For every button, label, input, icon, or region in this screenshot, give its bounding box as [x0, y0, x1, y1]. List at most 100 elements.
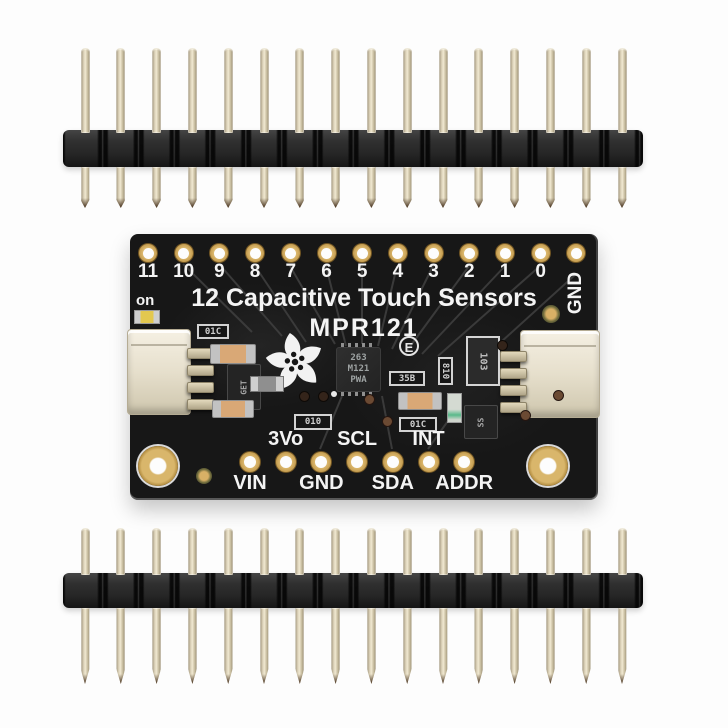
header-pin-tail	[510, 167, 519, 208]
hole-bore	[500, 248, 511, 259]
via	[299, 391, 310, 402]
header-pin-tail	[188, 167, 197, 208]
capacitor	[212, 400, 254, 418]
header-pin-tail	[152, 528, 161, 575]
hole-bore	[280, 456, 292, 468]
pin-label: 3	[417, 261, 451, 283]
resistor: 810	[438, 357, 453, 385]
board-title: 12 Capacitive Touch Sensors	[130, 284, 598, 313]
header-pin	[546, 48, 555, 133]
header-pin-tail	[403, 528, 412, 575]
jst-pin	[187, 382, 214, 393]
pin-label: 7	[274, 261, 308, 283]
hole-bore	[571, 248, 582, 259]
header-pin	[116, 608, 125, 684]
jst-connector-right	[520, 330, 600, 418]
header-pin-tail	[260, 167, 269, 208]
pin-tip	[546, 674, 555, 684]
gold-via	[196, 468, 212, 484]
pin-tip	[618, 198, 627, 208]
hole-bore	[357, 248, 368, 259]
header-pin	[152, 608, 161, 684]
pin-tip	[331, 198, 340, 208]
power-led-yellow	[134, 310, 160, 324]
header-pin-tail	[116, 167, 125, 208]
header-pin-tail	[546, 528, 555, 575]
header-pin	[474, 48, 483, 133]
jst-pin	[187, 399, 214, 410]
pin1-dot	[331, 391, 337, 397]
via	[364, 394, 375, 405]
pin-tip	[403, 198, 412, 208]
header-pin-tail	[546, 167, 555, 208]
hole-bore	[143, 248, 154, 259]
hole-bore	[387, 456, 399, 468]
jst-connector-left	[127, 329, 191, 415]
pin-label: VIN	[215, 472, 285, 495]
header-pin-tail	[295, 167, 304, 208]
header-pin-tail	[582, 528, 591, 575]
pin-tip	[439, 198, 448, 208]
pin-header-strip-top	[63, 48, 643, 208]
header-pin-tail	[331, 167, 340, 208]
pin-tip	[152, 674, 161, 684]
via	[497, 340, 508, 351]
pin-tip	[582, 198, 591, 208]
pin-label: 1	[488, 261, 522, 283]
header-pin	[295, 48, 304, 133]
jst-pin	[187, 365, 214, 376]
header-pin-tail	[295, 528, 304, 575]
header-pin	[116, 48, 125, 133]
header-pin-tail	[367, 167, 376, 208]
header-housing	[63, 130, 643, 167]
header-pin	[331, 608, 340, 684]
header-pin	[81, 608, 90, 684]
pin-tip	[546, 198, 555, 208]
mounting-hole-left	[138, 446, 178, 486]
pin-label: 10	[167, 261, 201, 283]
hole-bore	[214, 248, 225, 259]
pin-tip	[367, 198, 376, 208]
transistor: SS	[464, 405, 498, 439]
pin-tip	[224, 198, 233, 208]
pin-tip	[295, 198, 304, 208]
hole-bore	[392, 248, 403, 259]
pin-label: 11	[131, 261, 165, 283]
via	[382, 416, 393, 427]
hole-bore	[423, 456, 435, 468]
header-pin	[618, 608, 627, 684]
resistor: 35B	[389, 371, 425, 386]
pin-tip	[618, 674, 627, 684]
pcb-board: 12 Capacitive Touch Sensors MPR121 on	[130, 234, 598, 500]
header-pin-tail	[81, 528, 90, 575]
header-pin-tail	[403, 167, 412, 208]
capacitor	[210, 344, 256, 364]
header-pin	[474, 608, 483, 684]
hole-bore	[250, 248, 261, 259]
emc-mark: E	[399, 336, 419, 356]
header-pin	[367, 48, 376, 133]
hole-bore	[321, 248, 332, 259]
header-pin	[331, 48, 340, 133]
header-pin	[224, 608, 233, 684]
pin-label: 5	[345, 261, 379, 283]
header-pin-tail	[474, 528, 483, 575]
pin-tip	[188, 674, 197, 684]
pin-tip	[295, 674, 304, 684]
hole-bore	[464, 248, 475, 259]
mpr121-chip: 263 M121 PWA	[336, 347, 381, 392]
pin-tip	[331, 674, 340, 684]
header-pin-tail	[439, 167, 448, 208]
jst-pin	[500, 385, 527, 396]
pin-tip	[260, 198, 269, 208]
pin-tip	[474, 674, 483, 684]
header-pin	[618, 48, 627, 133]
pin-tip	[367, 674, 376, 684]
header-pin	[582, 48, 591, 133]
header-pin	[510, 608, 519, 684]
hole-bore	[244, 456, 256, 468]
pin-header-strip-bottom	[63, 528, 643, 684]
hole-bore	[351, 456, 363, 468]
pin-tip	[260, 674, 269, 684]
